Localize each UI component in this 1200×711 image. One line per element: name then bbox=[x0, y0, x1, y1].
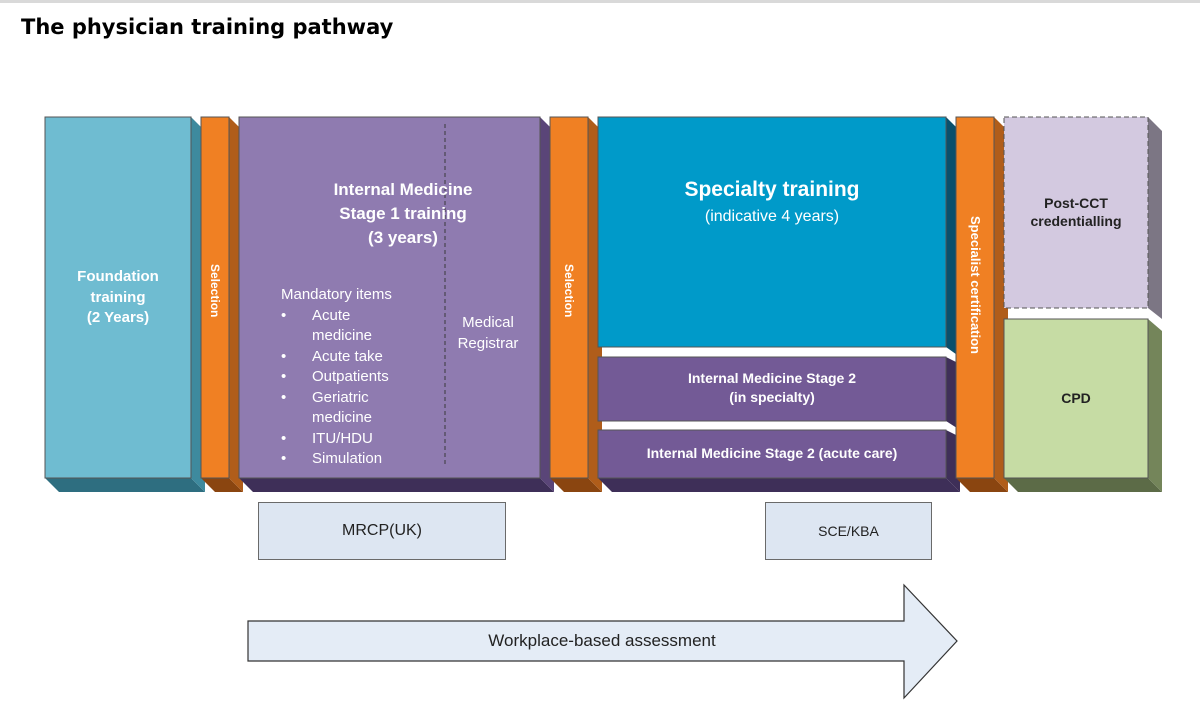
foundation-label: Foundation training (2 Years) bbox=[77, 268, 159, 326]
mrcp-box: MRCP(UK) bbox=[258, 502, 506, 560]
list-item: Simulation bbox=[281, 449, 441, 470]
im-stage1-title: Internal Medicine Stage 1 training (3 ye… bbox=[333, 180, 473, 247]
top-rule bbox=[0, 0, 1200, 3]
sce-box: SCE/KBA bbox=[765, 502, 932, 560]
post-cct-block bbox=[1003, 116, 1162, 319]
medical-registrar-label: Medical Registrar bbox=[457, 314, 519, 352]
mandatory-heading: Mandatory items bbox=[281, 286, 392, 303]
mrcp-label: MRCP(UK) bbox=[342, 522, 422, 539]
im-stage2-specialty-label: Internal Medicine Stage 2 (in specialty) bbox=[687, 370, 857, 405]
list-item: Geriatric medicine bbox=[281, 388, 441, 429]
page-title: The physician training pathway bbox=[21, 15, 394, 39]
sce-label: SCE/KBA bbox=[818, 523, 879, 539]
selection-2-label: Selection bbox=[562, 264, 576, 318]
im-stage2-acute-label: Internal Medicine Stage 2 (acute care) bbox=[646, 445, 898, 461]
specialist-certification-label: Specialist certification bbox=[968, 216, 983, 354]
list-item: Outpatients bbox=[281, 367, 441, 388]
wpba-label: Workplace-based assessment bbox=[488, 631, 716, 650]
list-item: ITU/HDU bbox=[281, 429, 441, 450]
foundation-block bbox=[44, 116, 205, 492]
list-item: Acute take bbox=[281, 347, 441, 368]
selection-1-label: Selection bbox=[208, 264, 222, 318]
wpba-arrow bbox=[247, 583, 958, 700]
mandatory-items: Mandatory items Acute medicine Acute tak… bbox=[281, 285, 441, 470]
cpd-label: CPD bbox=[1061, 390, 1091, 406]
cpd-block bbox=[1003, 318, 1162, 492]
list-item: Acute medicine bbox=[281, 306, 441, 347]
specialist-certification-block bbox=[955, 116, 1008, 492]
specialty-block bbox=[597, 116, 960, 357]
post-cct-label: Post-CCT credentialling bbox=[1030, 195, 1122, 229]
mandatory-list: Acute medicine Acute take Outpatients Ge… bbox=[281, 306, 441, 470]
specialty-title: Specialty training bbox=[684, 178, 860, 201]
specialty-subtitle: (indicative 4 years) bbox=[704, 208, 840, 225]
